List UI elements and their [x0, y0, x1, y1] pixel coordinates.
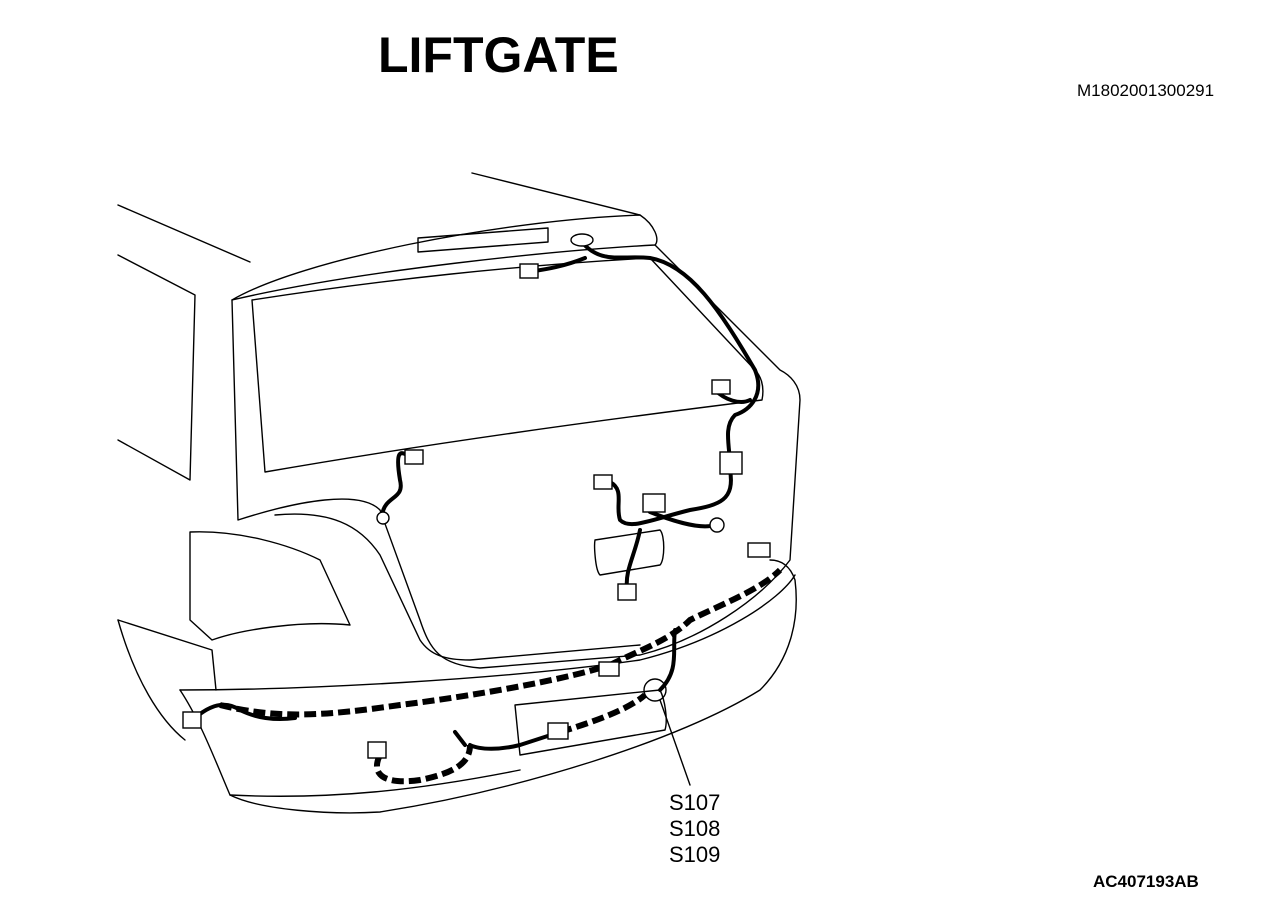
- connectors: [182, 233, 771, 759]
- splice-label-s109: S109: [669, 842, 721, 867]
- splice-label-s108: S108: [669, 816, 721, 841]
- connector: [182, 711, 202, 729]
- connector: [719, 451, 743, 475]
- reference-code: AC407193AB: [1093, 872, 1199, 891]
- wiring-harness: [193, 238, 783, 785]
- connector: [593, 474, 613, 490]
- splice-label-s107: S107: [669, 790, 721, 815]
- connector: [598, 661, 620, 677]
- connector: [367, 741, 387, 759]
- splice-leader-line: [659, 699, 691, 786]
- connector: [711, 379, 731, 395]
- high-mount-stop-light-connector: [570, 233, 594, 247]
- ground-terminal: [709, 517, 725, 533]
- page-title: LIFTGATE: [378, 27, 619, 83]
- connector: [642, 493, 666, 513]
- splice-location-circle: [643, 678, 667, 702]
- ground-terminal: [376, 511, 390, 525]
- connector: [747, 542, 771, 558]
- connector: [617, 583, 637, 601]
- connector: [519, 263, 539, 279]
- figure-code: M1802001300291: [1077, 81, 1215, 100]
- splice-callout: [643, 678, 691, 786]
- vehicle-outline: [117, 172, 801, 814]
- connector: [404, 449, 424, 465]
- connector: [547, 722, 569, 740]
